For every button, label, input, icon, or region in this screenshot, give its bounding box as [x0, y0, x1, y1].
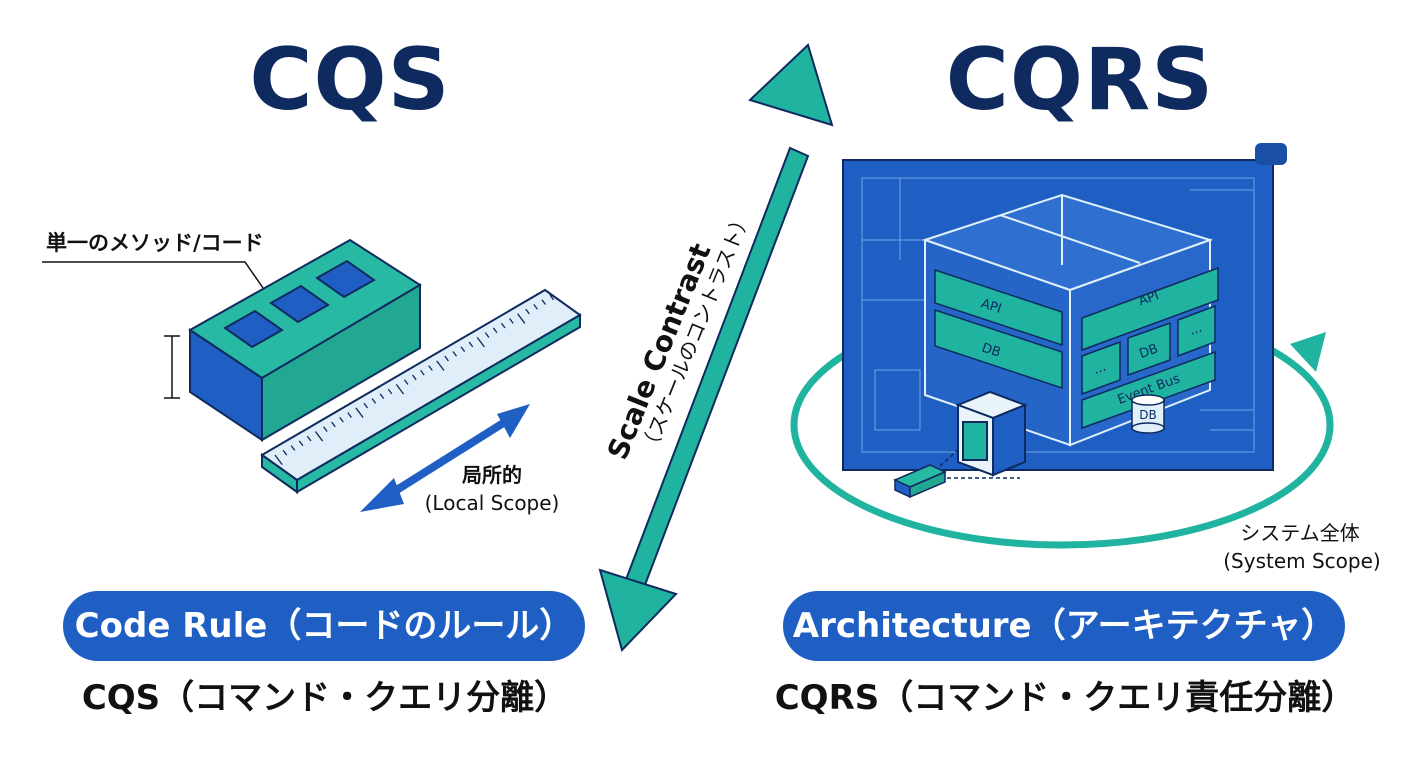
ruler-tick — [460, 346, 466, 352]
ruler-tick — [549, 294, 555, 301]
label-db-cylinder: DB — [1139, 408, 1156, 422]
ruler-tick — [339, 416, 344, 423]
label-dots-1: ... — [1091, 360, 1108, 378]
module-event-bus — [1081, 350, 1216, 430]
label-api-left: API — [979, 296, 1003, 317]
ruler-tick — [395, 384, 405, 395]
ruler-tick — [444, 355, 449, 362]
ruler-tick — [476, 336, 485, 348]
local-scope-en: (Local Scope) — [425, 491, 560, 515]
server-box — [955, 390, 1028, 477]
scale-contrast-arrow: Scale Contrast （スケールのコントラスト） — [598, 43, 834, 652]
ruler-tick — [533, 304, 538, 310]
local-scope-arrow — [360, 404, 530, 512]
ruler-tick — [468, 341, 474, 348]
ruler-tick — [500, 322, 506, 329]
ruler-tick — [428, 365, 433, 371]
code-callout-label: 単一のメソッド/コード — [46, 231, 264, 255]
module-api-left — [934, 268, 1063, 347]
ruler-tick — [541, 299, 547, 305]
code-rule-pill: Code Rule（コードのルール） — [63, 591, 585, 661]
ruler-tick — [452, 351, 458, 357]
ruler-tick — [290, 445, 296, 451]
ruler-tick — [387, 388, 393, 395]
ruler-tick — [436, 360, 445, 371]
label-db-left: DB — [980, 341, 1003, 361]
module-db-left — [934, 308, 1063, 390]
local-scope-jp: 局所的 — [461, 463, 522, 487]
ruler-tick — [323, 426, 328, 432]
label-db-right: DB — [1137, 341, 1160, 362]
db-cylinder — [1131, 394, 1165, 434]
ruler-tick — [379, 393, 385, 400]
ruler-tick — [484, 332, 490, 338]
label-api-right: API — [1137, 288, 1161, 309]
ruler-ticks — [274, 294, 555, 465]
ruler-tick — [420, 369, 425, 376]
label-dots-2: ... — [1187, 321, 1204, 339]
module-dots-right-1 — [1081, 340, 1121, 396]
cqs-full-name: CQS（コマンド・クエリ分離） — [81, 678, 569, 718]
ruler-tick — [525, 308, 530, 315]
ruler-tick — [355, 407, 364, 418]
system-scope-jp: システム全体 — [1240, 521, 1359, 545]
ruler-tick — [282, 449, 288, 456]
module-db-right — [1127, 321, 1171, 377]
module-api-right — [1081, 266, 1219, 352]
ruler-tick — [331, 421, 336, 428]
ruler-tick — [492, 327, 498, 334]
ruler-tick — [306, 435, 312, 442]
ruler — [260, 288, 582, 494]
ruler-tick — [371, 398, 377, 404]
callout-line — [42, 261, 271, 299]
ruler-tick — [314, 431, 324, 442]
mini-code-block — [893, 464, 947, 499]
system-modules — [934, 266, 1219, 430]
module-dots-right-2 — [1177, 304, 1216, 358]
cqrs-illustration: API DB API DB ... ... Event Bus DB システム全… — [790, 143, 1381, 573]
ruler-tick — [274, 454, 283, 465]
cqs-illustration: 単一のメソッド/コード 局所的 (Local Scope) — [42, 231, 582, 515]
cqrs-title: CQRS — [945, 30, 1215, 130]
ruler-tick — [347, 412, 352, 418]
system-scope-en: (System Scope) — [1223, 549, 1380, 573]
ruler-tick — [403, 379, 409, 385]
ruler-tick — [509, 318, 514, 324]
cqs-title: CQS — [249, 30, 451, 130]
code-block — [188, 238, 422, 442]
ruler-tick — [363, 402, 369, 409]
ruler-tick — [298, 440, 304, 447]
ruler-tick — [517, 313, 526, 324]
architecture-pill: Architecture（アーキテクチャ） — [783, 591, 1345, 661]
cqrs-full-name: CQRS（コマンド・クエリ責任分離） — [774, 678, 1356, 718]
height-bracket — [164, 335, 180, 399]
ruler-tick — [411, 374, 417, 381]
